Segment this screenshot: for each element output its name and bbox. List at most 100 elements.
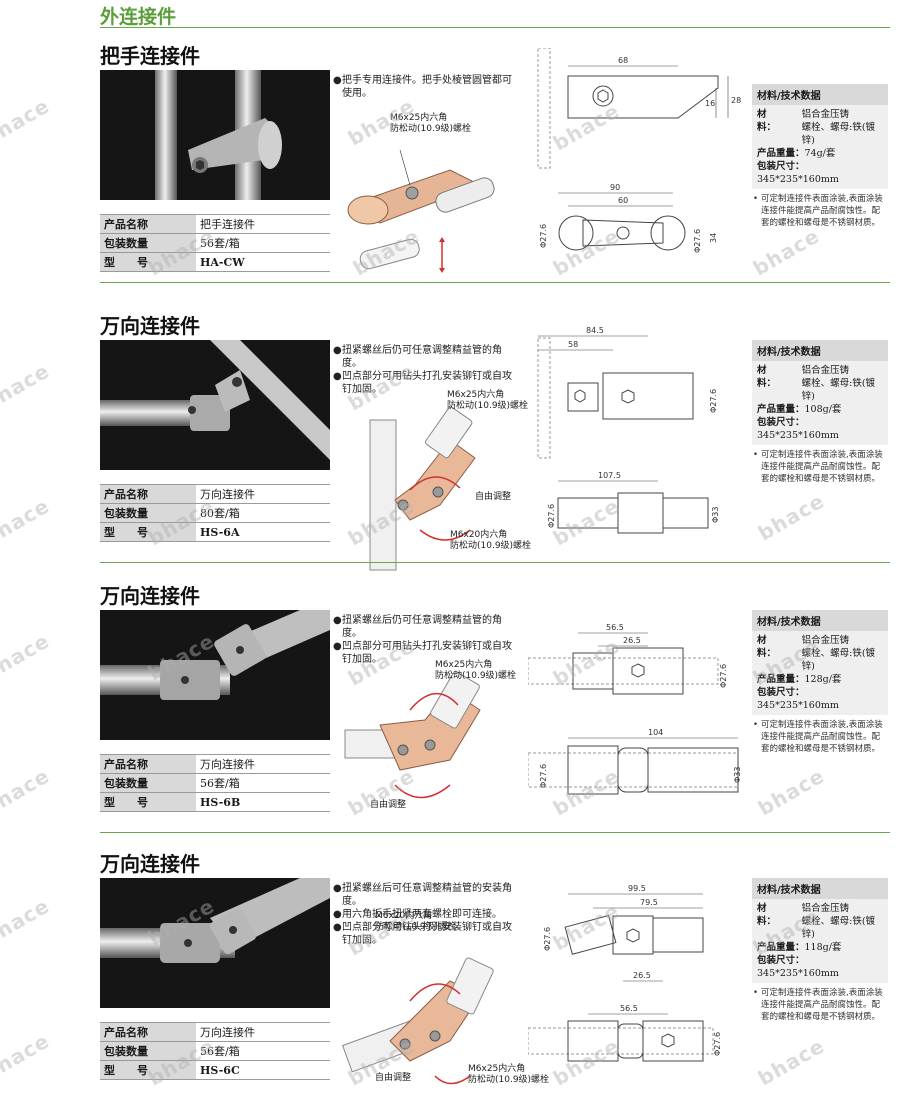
table-value: 万向连接件 bbox=[196, 1022, 330, 1042]
adjust-callout: 自由调整 bbox=[370, 800, 407, 810]
section-divider bbox=[100, 832, 890, 833]
dim-label: Φ27.6 bbox=[693, 229, 702, 253]
dim-label: Φ33 bbox=[733, 767, 742, 783]
spec-weight-label: 产品重量： bbox=[757, 148, 805, 159]
adjust-callout: 自由调整 bbox=[375, 1073, 412, 1083]
spec-size-label: 包装尺寸： bbox=[757, 417, 805, 428]
product-photo bbox=[100, 340, 330, 470]
bullet-item: ●用六角扳手扭紧两套螺栓即可连接。 bbox=[333, 909, 502, 920]
bullet-text: 凹点部分可用钻头打孔安装铆钉或自攻钉加固。 bbox=[342, 922, 512, 946]
note-text: 可定制连接件表面涂装,表面涂装连接件能提高产品耐腐蚀性。配套的螺栓和螺母是不锈钢… bbox=[761, 450, 883, 484]
table-row: 产品名称万向连接件 bbox=[100, 754, 330, 774]
spec-panel: 材料/技术数据 材 料：铝合金压铸 螺栓、螺母:铁(镀锌) 产品重量：128g/… bbox=[752, 610, 888, 755]
dim-label: Φ27.6 bbox=[539, 764, 548, 788]
bullet-text: 凹点部分可用钻头打孔安装铆钉或自攻钉加固。 bbox=[342, 641, 512, 665]
table-value: 把手连接件 bbox=[196, 214, 330, 234]
table-label: 型 号 bbox=[100, 522, 196, 542]
technical-drawing: 84.5 58 Φ27.6 107.5 Φ27.6 Φ33 bbox=[528, 318, 748, 573]
table-value: 56套/箱 bbox=[196, 233, 330, 253]
bullet-text: 扭紧螺丝后仍可任意调整精益管的角度。 bbox=[342, 615, 502, 639]
dim-label: 90 bbox=[610, 183, 620, 192]
spec-material-label: 材 料： bbox=[757, 635, 786, 659]
table-label: 包装数量 bbox=[100, 1041, 196, 1061]
table-value: 80套/箱 bbox=[196, 503, 330, 523]
table-value: 56套/箱 bbox=[196, 1041, 330, 1061]
spec-size: 345*235*160mm bbox=[757, 968, 839, 979]
table-row: 产品名称万向连接件 bbox=[100, 1022, 330, 1042]
section-divider bbox=[100, 562, 890, 563]
section-title: 把手连接件 bbox=[100, 44, 200, 68]
section-title: 万向连接件 bbox=[100, 584, 200, 608]
table-row: 产品名称把手连接件 bbox=[100, 214, 330, 234]
page-title: 外连接件 bbox=[100, 6, 177, 28]
spec-note: •可定制连接件表面涂装,表面涂装连接件能提高产品耐腐蚀性。配套的螺栓和螺母是不锈… bbox=[753, 720, 883, 754]
spec-body: 材 料：铝合金压铸 螺栓、螺母:铁(镀锌) 产品重量：74g/套 包装尺寸：34… bbox=[752, 105, 888, 189]
section-divider bbox=[100, 282, 890, 283]
spec-note: •可定制连接件表面涂装,表面涂装连接件能提高产品耐腐蚀性。配套的螺栓和螺母是不锈… bbox=[753, 194, 883, 228]
page-header: 外连接件 bbox=[100, 0, 890, 28]
product-photo bbox=[100, 70, 330, 200]
bolt-callout: M6x25内六角 防松动(10.9级)螺栓 bbox=[447, 390, 529, 411]
spec-title: 材料/技术数据 bbox=[752, 610, 888, 631]
bullet-item: ●凹点部分可用钻头打孔安装铆钉或自攻钉加固。 bbox=[333, 641, 512, 665]
section-title: 万向连接件 bbox=[100, 314, 200, 338]
bullet-item: ●把手专用连接件。把手处棱管圆管都可使用。 bbox=[333, 75, 512, 99]
bullet-item: ●凹点部分可用钻头打孔安装铆钉或自攻钉加固。 bbox=[333, 371, 512, 395]
dim-label: 28 bbox=[731, 96, 741, 105]
spec-panel: 材料/技术数据 材 料：铝合金压铸 螺栓、螺母:铁(镀锌) 产品重量：74g/套… bbox=[752, 84, 888, 229]
dim-label: 84.5 bbox=[586, 326, 604, 335]
bullet-item: ●凹点部分可用钻头打孔安装铆钉或自攻钉加固。 bbox=[333, 922, 512, 946]
spec-size: 345*235*160mm bbox=[757, 700, 839, 711]
spec-material-label: 材 料： bbox=[757, 109, 786, 133]
spec-material: 铝合金压铸 螺栓、螺母:铁(镀锌) bbox=[801, 109, 876, 146]
dim-label: 107.5 bbox=[598, 471, 621, 480]
spec-weight: 108g/套 bbox=[804, 404, 842, 415]
table-label: 产品名称 bbox=[100, 754, 196, 774]
spec-weight: 128g/套 bbox=[804, 674, 842, 685]
dim-label: Φ27.6 bbox=[543, 927, 552, 951]
bullet-item: ●扭紧螺丝后仍可任意调整精益管的角度。 bbox=[333, 345, 502, 369]
bolt-callout: M6x20内六角 防松动(10.9级)螺栓 bbox=[450, 530, 532, 551]
spec-panel: 材料/技术数据 材 料：铝合金压铸 螺栓、螺母:铁(镀锌) 产品重量：118g/… bbox=[752, 878, 888, 1023]
table-label: 产品名称 bbox=[100, 214, 196, 234]
spec-title: 材料/技术数据 bbox=[752, 84, 888, 105]
table-label: 型 号 bbox=[100, 792, 196, 812]
table-label: 包装数量 bbox=[100, 233, 196, 253]
dim-label: 68 bbox=[618, 56, 628, 65]
dim-label: 79.5 bbox=[640, 898, 658, 907]
table-row: 产品名称万向连接件 bbox=[100, 484, 330, 504]
assembly-illustration: M6x25内六角 防松动(10.9级)螺栓 bbox=[340, 110, 540, 305]
table-value: 万向连接件 bbox=[196, 484, 330, 504]
spec-material: 铝合金压铸 螺栓、螺母:铁(镀锌) bbox=[801, 365, 876, 402]
table-label: 包装数量 bbox=[100, 503, 196, 523]
spec-material-label: 材 料： bbox=[757, 365, 786, 389]
assembly-illustration: M6x25内六角 防松动(10.9级)螺栓 自由调整 bbox=[340, 650, 540, 845]
table-value: HS-6C bbox=[196, 1060, 330, 1080]
spec-material-label: 材 料： bbox=[757, 903, 786, 927]
technical-drawing: 56.5 26.5 Φ27.6 104 Φ27.6 Φ33 bbox=[528, 588, 748, 843]
spec-weight-label: 产品重量： bbox=[757, 942, 805, 953]
bolt-callout: M6x20内六角 防松动(10.9级)螺栓 bbox=[375, 911, 457, 932]
description: ●扭紧螺丝后仍可任意调整精益管的角度。 ●凹点部分可用钻头打孔安装铆钉或自攻钉加… bbox=[333, 614, 518, 666]
dim-label: 56.5 bbox=[620, 1004, 638, 1013]
dim-label: Φ27.6 bbox=[719, 664, 728, 688]
bolt-callout: M6x25内六角 防松动(10.9级)螺栓 bbox=[390, 113, 472, 134]
spec-body: 材 料：铝合金压铸 螺栓、螺母:铁(镀锌) 产品重量：118g/套 包装尺寸：3… bbox=[752, 899, 888, 983]
dim-label: 99.5 bbox=[628, 884, 646, 893]
spec-weight: 118g/套 bbox=[804, 942, 842, 953]
bullet-text: 用六角扳手扭紧两套螺栓即可连接。 bbox=[342, 909, 502, 920]
dim-label: Φ27.6 bbox=[547, 504, 556, 528]
dim-label: Φ27.6 bbox=[713, 1032, 722, 1056]
spec-title: 材料/技术数据 bbox=[752, 878, 888, 899]
dim-label: 26.5 bbox=[633, 971, 651, 980]
spec-panel: 材料/技术数据 材 料：铝合金压铸 螺栓、螺母:铁(镀锌) 产品重量：108g/… bbox=[752, 340, 888, 485]
spec-material: 铝合金压铸 螺栓、螺母:铁(镀锌) bbox=[801, 635, 876, 672]
spec-size: 345*235*160mm bbox=[757, 174, 839, 185]
dim-label: 60 bbox=[618, 196, 628, 205]
